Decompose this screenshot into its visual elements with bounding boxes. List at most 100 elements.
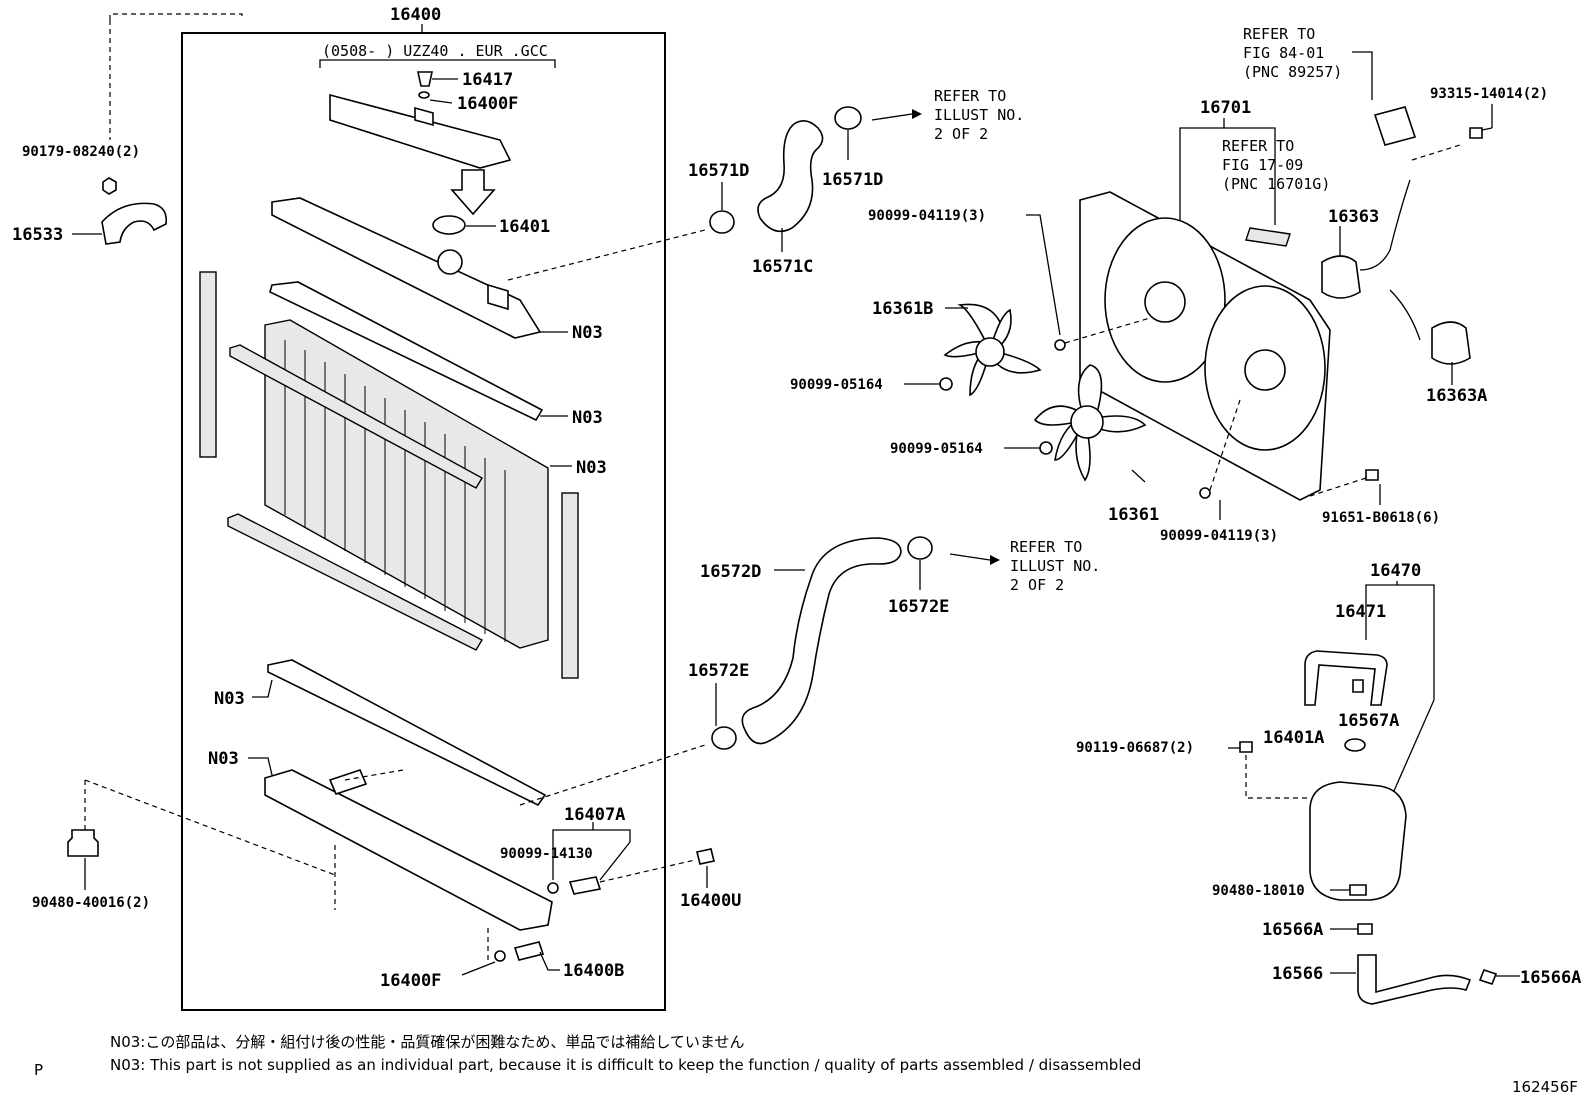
label-16400[interactable]: 16400	[390, 5, 441, 25]
label-16566[interactable]: 16566	[1272, 964, 1323, 984]
radiator-core	[264, 319, 549, 649]
fan-label-plate	[1245, 227, 1291, 247]
hose-16571c	[757, 120, 824, 233]
label-16572d[interactable]: 16572D	[700, 562, 761, 582]
side-seal-left	[199, 271, 217, 458]
label-90099-04119-a[interactable]: 90099-04119(3)	[868, 208, 986, 224]
nut-90179-icon	[102, 177, 117, 195]
filler-neck	[414, 106, 434, 127]
label-90099-05164-b[interactable]: 90099-05164	[890, 441, 983, 457]
label-16400f-bottom[interactable]: 16400F	[380, 971, 441, 991]
fan-hub-right	[1244, 349, 1286, 391]
label-16400b[interactable]: 16400B	[563, 961, 624, 981]
label-90480-40016[interactable]: 90480-40016(2)	[32, 895, 150, 911]
label-16363a[interactable]: 16363A	[1426, 386, 1487, 406]
refer-fig84-line1: REFER TO	[1243, 25, 1315, 43]
label-16571d-left[interactable]: 16571D	[688, 161, 749, 181]
label-16361b[interactable]: 16361B	[872, 299, 933, 319]
drain-16400b-icon	[513, 941, 545, 961]
label-16400f-top[interactable]: 16400F	[457, 94, 518, 114]
footnote-japanese: N03:この部品は、分解・組付け後の性能・品質確保が困難なため、単品では補給して…	[110, 1033, 744, 1051]
clip-16566a-a-icon	[1357, 923, 1373, 935]
label-16572e-left[interactable]: 16572E	[688, 661, 749, 681]
top-seal	[229, 344, 483, 489]
label-16361[interactable]: 16361	[1108, 505, 1159, 525]
o-ring-icon	[547, 882, 559, 894]
bolt-93315-icon	[1469, 127, 1483, 139]
drain-cock-16407a-icon	[568, 876, 602, 895]
illustration-number: 162456F	[1512, 1078, 1578, 1096]
label-16471[interactable]: 16471	[1335, 602, 1386, 622]
gasket-16400f-icon	[418, 91, 430, 99]
label-n03-a[interactable]: N03	[572, 323, 603, 343]
label-90099-04119-b[interactable]: 90099-04119(3)	[1160, 528, 1278, 544]
label-90099-05164-a[interactable]: 90099-05164	[790, 377, 883, 393]
motor-16363a-icon	[1431, 321, 1471, 365]
label-16470[interactable]: 16470	[1370, 561, 1421, 581]
label-n03-b[interactable]: N03	[572, 408, 603, 428]
label-16571c[interactable]: 16571C	[752, 257, 813, 277]
label-91651[interactable]: 91651-B0618(6)	[1322, 510, 1440, 526]
model-note: (0508- ) UZZ40 . EUR .GCC	[322, 42, 548, 60]
filler-cap-icon	[437, 249, 463, 275]
bolt-90099-04119-icon	[1054, 339, 1066, 351]
label-16572e-right[interactable]: 16572E	[888, 597, 949, 617]
label-16363[interactable]: 16363	[1328, 207, 1379, 227]
lower-gasket	[267, 659, 547, 807]
label-n03-d[interactable]: N03	[214, 689, 245, 709]
fan-16361b-icon	[943, 303, 1042, 397]
clamp-16571d-right-icon	[834, 106, 862, 130]
tube-16471-icon	[1304, 650, 1388, 706]
label-16567a[interactable]: 16567A	[1338, 711, 1399, 731]
hose-16566-icon	[1357, 954, 1472, 1005]
label-90179-08240[interactable]: 90179-08240(2)	[22, 144, 140, 160]
page-letter: P	[34, 1061, 43, 1079]
fan-hub-left	[1144, 281, 1186, 323]
cap-16401a-icon	[1344, 738, 1366, 752]
plug-16400u-icon	[696, 848, 715, 865]
label-16401a[interactable]: 16401A	[1263, 728, 1324, 748]
nut-90099-05164-b-icon	[1039, 441, 1053, 455]
cap-90480-18010-icon	[1349, 884, 1367, 896]
clamp-16571d-left-icon	[709, 210, 735, 234]
clamp-16572e-left-icon	[711, 726, 737, 750]
label-16400u[interactable]: 16400U	[680, 891, 741, 911]
clamp-16572e-right-icon	[907, 536, 933, 560]
bottom-seal	[227, 513, 483, 651]
cap-16417-icon	[417, 71, 433, 87]
label-16407a[interactable]: 16407A	[564, 805, 625, 825]
label-16571d-right[interactable]: 16571D	[822, 170, 883, 190]
bolt-91651-icon	[1365, 469, 1379, 481]
label-n03-c[interactable]: N03	[576, 458, 607, 478]
o-ring-16400f-icon	[494, 950, 506, 962]
nut-90099-05164-a-icon	[939, 377, 953, 391]
refer-fig17-line3: (PNC 16701G)	[1222, 175, 1330, 193]
label-93315[interactable]: 93315-14014(2)	[1430, 86, 1548, 102]
outlet-pipe	[328, 769, 368, 795]
fan-16361-icon	[1033, 364, 1147, 482]
label-16417[interactable]: 16417	[462, 70, 513, 90]
refer-fig17-line2: FIG 17-09	[1222, 156, 1303, 174]
label-16566a-b[interactable]: 16566A	[1520, 968, 1581, 988]
label-90480-18010[interactable]: 90480-18010	[1212, 883, 1305, 899]
label-n03-e[interactable]: N03	[208, 749, 239, 769]
label-16701[interactable]: 16701	[1200, 98, 1251, 118]
bolt-90099-04119-b-icon	[1199, 487, 1211, 499]
refer-lower-line1: REFER TO	[1010, 538, 1082, 556]
label-90119[interactable]: 90119-06687(2)	[1076, 740, 1194, 756]
label-16401[interactable]: 16401	[499, 217, 550, 237]
refer-fig17-line1: REFER TO	[1222, 137, 1294, 155]
label-16566a-a[interactable]: 16566A	[1262, 920, 1323, 940]
footnote-english: N03: This part is not supplied as an ind…	[110, 1056, 1141, 1074]
upper-tank-top	[329, 93, 512, 169]
reserve-tank-icon	[1309, 781, 1407, 901]
clip-16566a-b-icon	[1478, 969, 1498, 985]
bolt-90119-icon	[1239, 741, 1253, 753]
label-16533[interactable]: 16533	[12, 225, 63, 245]
clip-16567a-icon	[1352, 679, 1364, 693]
refer-upper-line1: REFER TO	[934, 87, 1006, 105]
cap-16401-icon	[432, 215, 466, 235]
label-90099-14130[interactable]: 90099-14130	[500, 846, 593, 862]
down-arrow-icon	[450, 169, 496, 216]
